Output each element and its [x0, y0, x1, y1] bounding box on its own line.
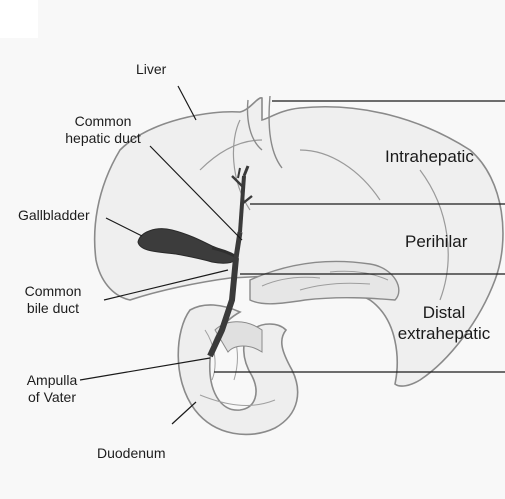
label-ampulla-line2: of Vater	[20, 389, 84, 406]
label-gallbladder: Gallbladder	[18, 207, 90, 224]
label-duodenum: Duodenum	[97, 445, 166, 462]
region-intrahepatic: Intrahepatic	[385, 146, 474, 167]
leader-liver	[178, 86, 196, 120]
label-common-bile-duct-line1: Common	[16, 283, 90, 300]
label-liver: Liver	[136, 61, 166, 78]
region-distal-extrahepatic: Distal extrahepatic	[383, 302, 505, 344]
label-ampulla-line1: Ampulla	[20, 372, 84, 389]
leader-duodenum	[172, 402, 196, 424]
label-ampulla-of-vater: Ampulla of Vater	[20, 372, 84, 406]
label-common-hepatic-duct-line2: hepatic duct	[44, 130, 162, 147]
region-distal-line2: extrahepatic	[383, 323, 505, 344]
region-distal-line1: Distal	[383, 302, 505, 323]
label-common-hepatic-duct-line1: Common	[44, 113, 162, 130]
label-common-bile-duct-line2: bile duct	[16, 300, 90, 317]
label-common-hepatic-duct: Common hepatic duct	[44, 113, 162, 147]
label-common-bile-duct: Common bile duct	[16, 283, 90, 317]
region-perihilar: Perihilar	[405, 231, 467, 252]
